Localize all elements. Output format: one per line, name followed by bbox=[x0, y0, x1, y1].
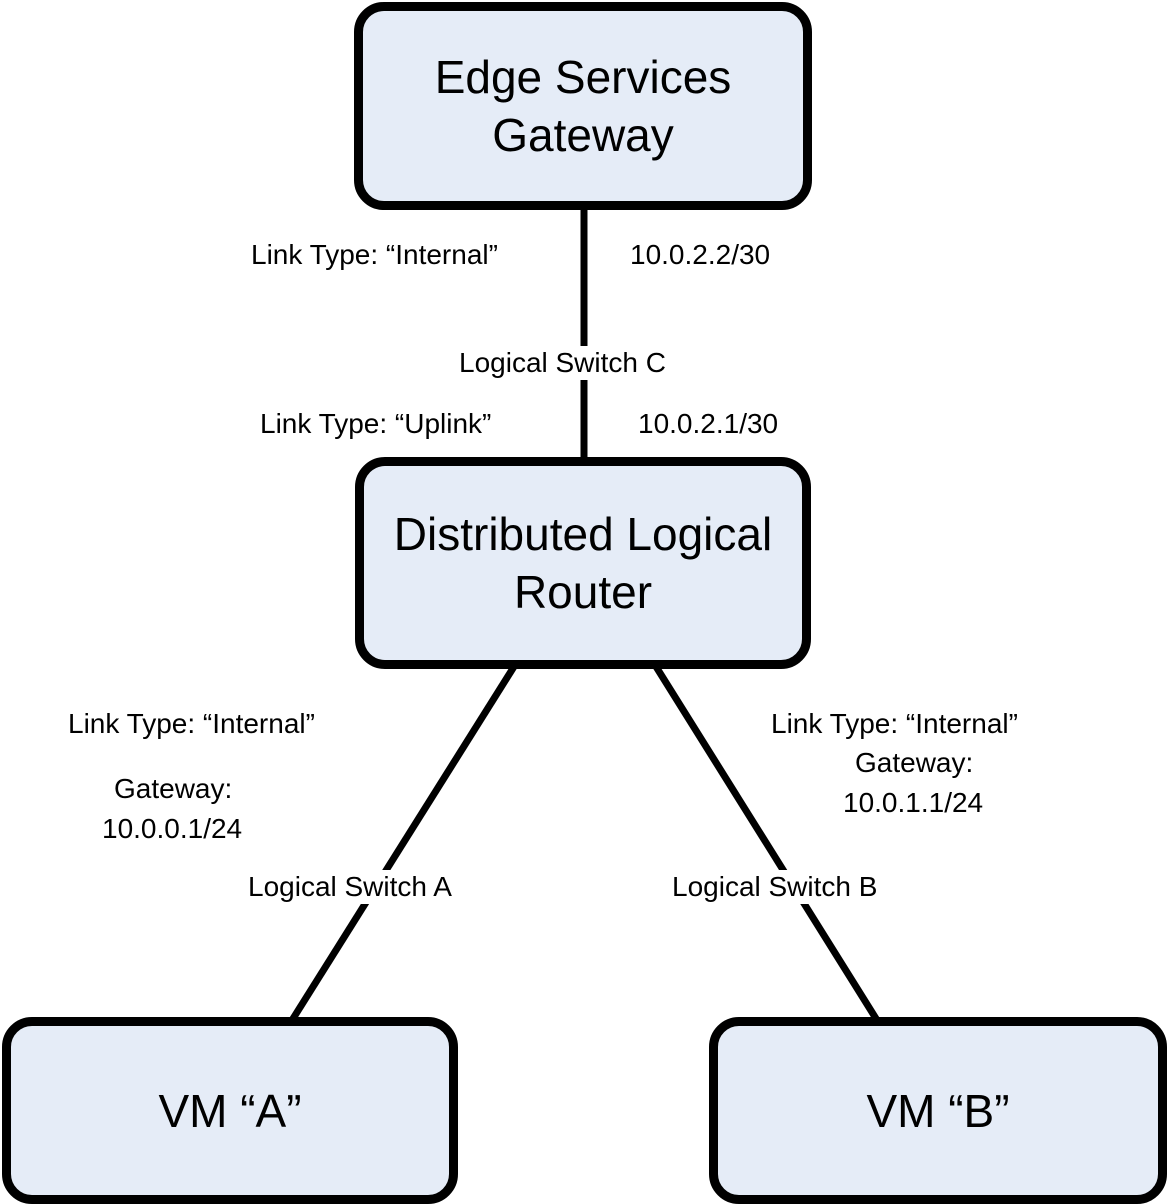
distributed-logical-router-node: Distributed Logical Router bbox=[355, 457, 811, 669]
switch-b-gateway-label: Gateway: bbox=[855, 747, 974, 778]
switch-b-link-type-label: Link Type: “Internal” bbox=[771, 708, 1018, 739]
link-dlr-vm-a bbox=[286, 663, 518, 1027]
dlr-title-line2: Router bbox=[513, 566, 653, 618]
dlr-title-line1: Distributed Logical bbox=[393, 508, 773, 560]
vm-b-node: VM “B” bbox=[709, 1017, 1167, 1204]
switch-b-gateway-ip: 10.0.1.1/24 bbox=[843, 787, 984, 818]
edge-gateway-title-line2: Gateway bbox=[492, 109, 674, 161]
switch-a-link-type-label: Link Type: “Internal” bbox=[68, 708, 315, 739]
switch-a-gateway-ip: 10.0.0.1/24 bbox=[102, 813, 243, 844]
esg-ip-label: 10.0.2.2/30 bbox=[630, 239, 771, 270]
vm-b-label: VM “B” bbox=[866, 1084, 1010, 1137]
link-dlr-vm-b bbox=[652, 663, 883, 1027]
edge-services-gateway-node: Edge Services Gateway bbox=[354, 2, 812, 210]
vm-a-node: VM “A” bbox=[2, 1017, 458, 1204]
switch-a-gateway-label: Gateway: bbox=[114, 773, 233, 804]
logical-switch-b-label: Logical Switch B bbox=[668, 870, 882, 904]
logical-switch-a-label: Logical Switch A bbox=[244, 870, 456, 904]
dlr-uplink-type-label: Link Type: “Uplink” bbox=[260, 408, 492, 439]
edge-gateway-title-line1: Edge Services bbox=[434, 51, 732, 103]
vm-a-label: VM “A” bbox=[158, 1084, 302, 1137]
logical-switch-c-label: Logical Switch C bbox=[455, 346, 670, 380]
dlr-uplink-ip-label: 10.0.2.1/30 bbox=[638, 408, 779, 439]
esg-link-type-label: Link Type: “Internal” bbox=[251, 239, 498, 270]
